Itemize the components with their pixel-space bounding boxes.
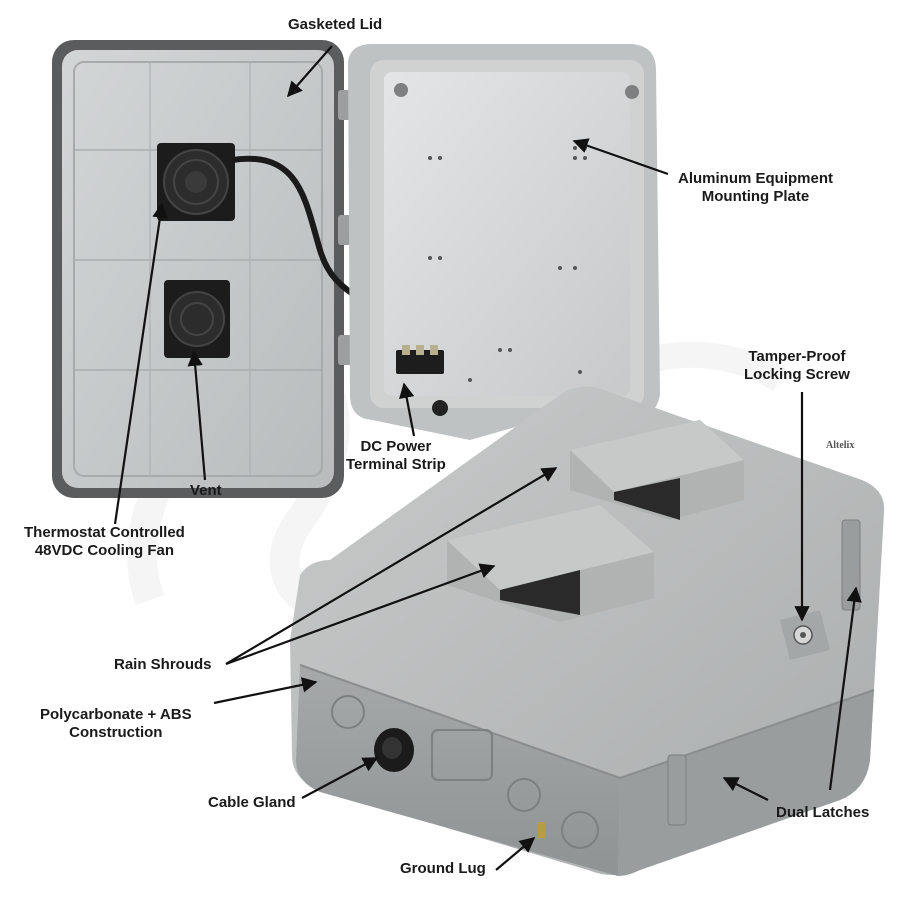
label-terminal-strip: DC Power Terminal Strip	[346, 438, 446, 473]
label-mounting-plate: Aluminum Equipment Mounting Plate	[678, 170, 833, 205]
label-dual-latches: Dual Latches	[776, 804, 870, 821]
latch-2	[667, 754, 687, 826]
label-ground-lug: Ground Lug	[400, 860, 486, 877]
ground-lug	[538, 822, 545, 838]
label-rain-shrouds: Rain Shrouds	[114, 656, 212, 673]
callout-arrows	[113, 45, 862, 871]
label-vent: Vent	[190, 482, 222, 499]
cable-gland	[374, 728, 414, 772]
vent	[164, 280, 230, 358]
enclosure-back	[348, 44, 660, 440]
label-locking-screw: Tamper-Proof Locking Screw	[744, 348, 850, 383]
dc-power-terminal-strip	[396, 345, 444, 374]
brand-badge: Altelix	[826, 440, 855, 451]
label-construction: Polycarbonate + ABS Construction	[40, 706, 192, 741]
label-cooling-fan: Thermostat Controlled 48VDC Cooling Fan	[24, 524, 185, 559]
rain-shroud-2	[447, 505, 654, 622]
aluminum-mounting-plate	[384, 72, 630, 396]
label-cable-gland: Cable Gland	[208, 794, 296, 811]
tamper-proof-locking-screw	[780, 610, 830, 660]
label-gasketed-lid: Gasketed Lid	[288, 16, 383, 33]
rain-shroud-1	[570, 420, 744, 520]
gasketed-lid	[52, 40, 344, 498]
latch-1	[841, 519, 861, 611]
cooling-fan	[157, 143, 235, 221]
